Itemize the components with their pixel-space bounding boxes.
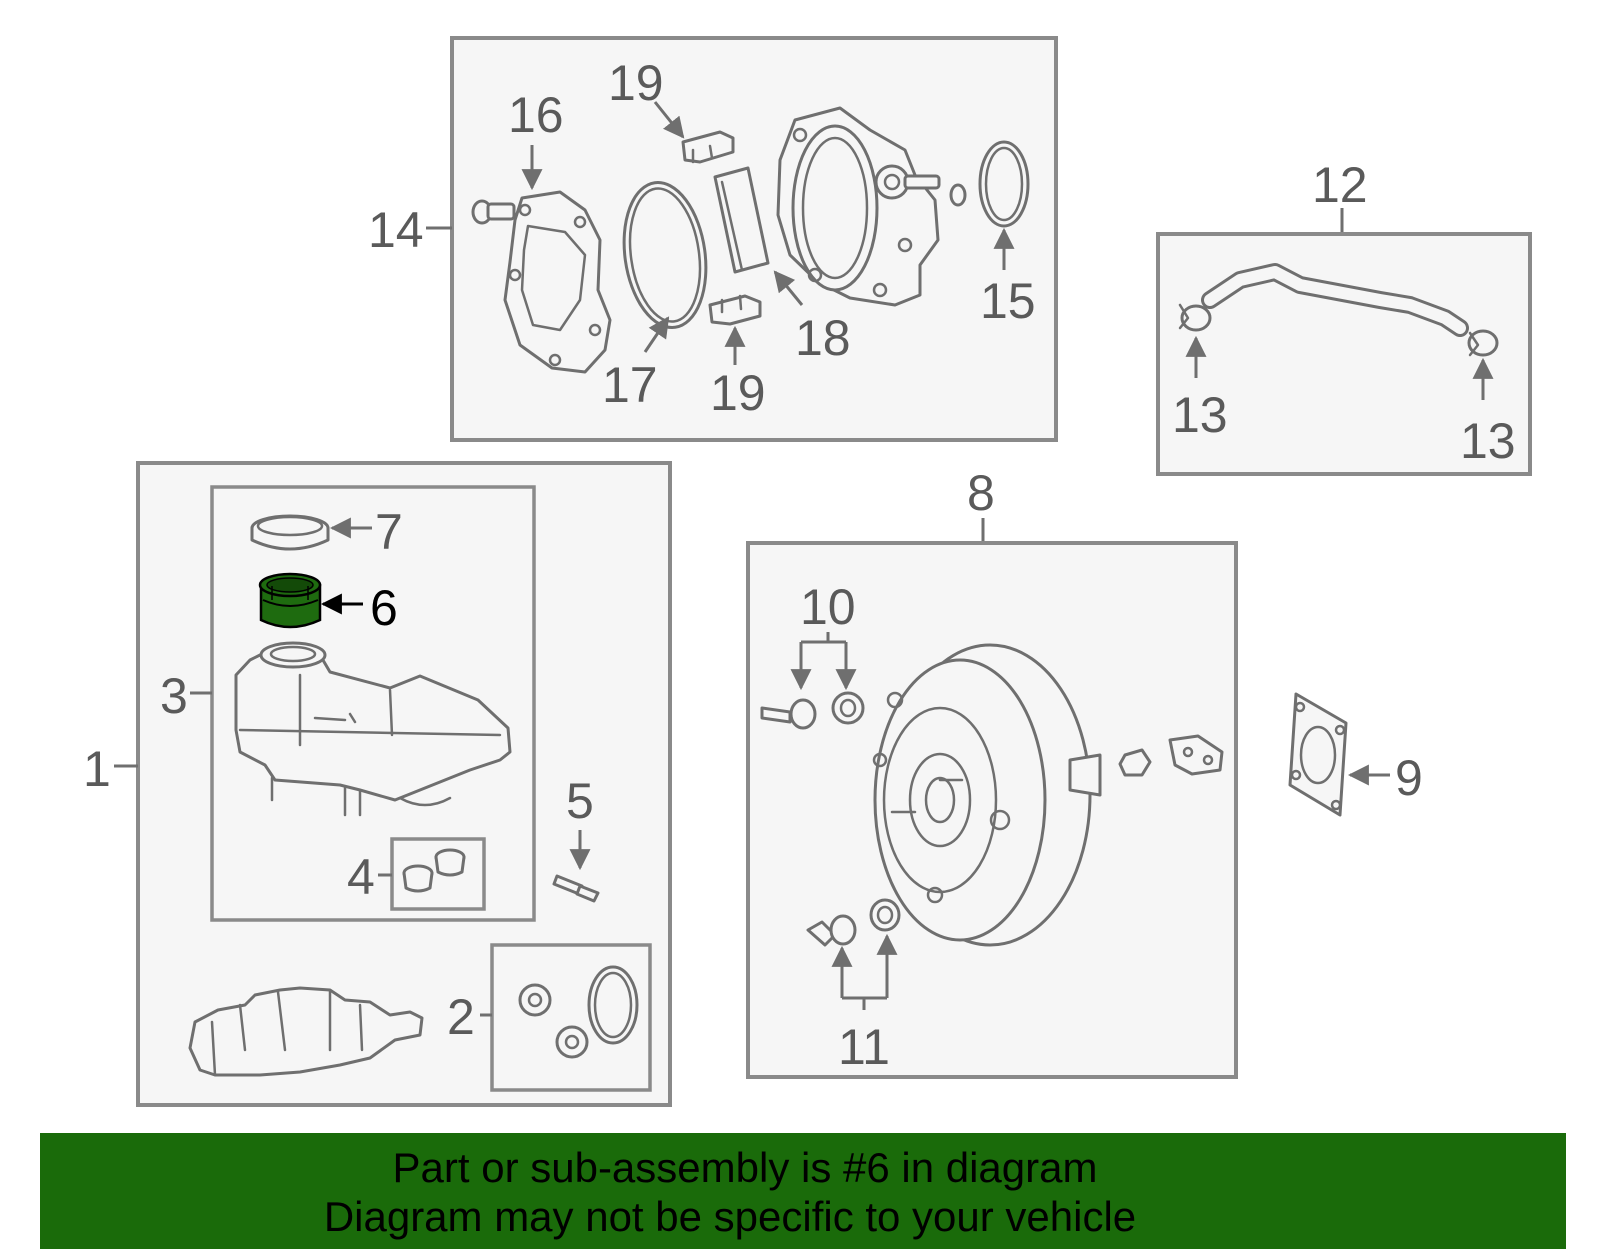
callout-10[interactable]: 10 [800, 579, 856, 635]
bracket-icon[interactable] [1168, 734, 1224, 776]
callout-4[interactable]: 4 [347, 849, 375, 905]
reservoir-strainer-icon[interactable] [258, 572, 322, 629]
o-ring-small-icon[interactable] [949, 183, 967, 207]
callout-16[interactable]: 16 [508, 87, 564, 143]
vacuum-sensor-icon[interactable] [806, 914, 857, 947]
vacuum-pump-housing-icon[interactable] [776, 106, 941, 307]
callout-3[interactable]: 3 [160, 668, 188, 724]
vacuum-hose-icon[interactable] [1201, 263, 1469, 337]
seal-ring-icon[interactable] [978, 140, 1030, 228]
info-banner: Part or sub-assembly is #6 in diagram Di… [40, 1133, 1566, 1249]
group-12-vacuum-hose: 12 13 13 [1156, 157, 1532, 476]
banner-line-1: Part or sub-assembly is #6 in diagram [393, 1144, 1098, 1191]
nut-icon[interactable] [518, 983, 589, 1059]
banner-line-2: Diagram may not be specific to your vehi… [324, 1193, 1136, 1240]
callout-14[interactable]: 14 [368, 202, 424, 258]
hose-clamp-left-icon[interactable] [1178, 303, 1212, 332]
callout-19-bottom[interactable]: 19 [710, 365, 766, 421]
brake-booster-icon[interactable] [872, 643, 1102, 947]
callout-18[interactable]: 18 [795, 310, 851, 366]
callout-13-left[interactable]: 13 [1172, 387, 1228, 443]
brake-fluid-reservoir-icon[interactable] [234, 641, 512, 817]
filter-element-icon[interactable] [713, 166, 770, 274]
reservoir-cap-icon[interactable] [250, 514, 330, 551]
booster-gasket-icon[interactable] [1288, 692, 1348, 817]
callout-12[interactable]: 12 [1312, 157, 1368, 213]
group-8-brake-booster: 8 10 [746, 465, 1238, 1079]
hose-clamp-right-icon[interactable] [1467, 329, 1499, 357]
nut-icon-booster[interactable] [1118, 748, 1152, 777]
bolt-icon[interactable] [471, 199, 516, 225]
grommet-icon[interactable] [831, 691, 865, 725]
group-14-vacuum-pump: 14 16 17 19 [368, 36, 1058, 442]
pin-icon[interactable] [552, 874, 600, 903]
group-12-frame [1156, 232, 1532, 476]
group-1-master-cylinder: 1 3 7 6 [83, 461, 672, 1107]
grommet-icon-lower[interactable] [869, 898, 901, 932]
clip-icon-lower[interactable] [708, 294, 762, 326]
callout-7[interactable]: 7 [375, 504, 403, 560]
callout-17[interactable]: 17 [602, 357, 658, 413]
pump-gasket-icon[interactable] [615, 177, 715, 333]
pump-cover-plate-icon[interactable] [503, 190, 612, 374]
callout-2[interactable]: 2 [447, 989, 475, 1045]
callout-11[interactable]: 11 [838, 1019, 890, 1075]
callout-13-right[interactable]: 13 [1460, 413, 1516, 469]
callout-9: 9 [1395, 750, 1423, 806]
callout-5[interactable]: 5 [566, 773, 594, 829]
clip-icon[interactable] [681, 130, 735, 164]
callout-15[interactable]: 15 [980, 273, 1036, 329]
check-valve-icon[interactable] [760, 698, 817, 730]
callout-8[interactable]: 8 [967, 465, 995, 521]
master-cylinder-icon[interactable] [188, 986, 424, 1077]
callout-1[interactable]: 1 [83, 741, 111, 797]
seal-ring-icon-group-2[interactable] [587, 965, 639, 1045]
callout-6[interactable]: 6 [370, 580, 398, 636]
callout-19-top[interactable]: 19 [608, 55, 664, 111]
banner-background [40, 1133, 1566, 1249]
reservoir-grommet-icon[interactable] [402, 848, 466, 893]
